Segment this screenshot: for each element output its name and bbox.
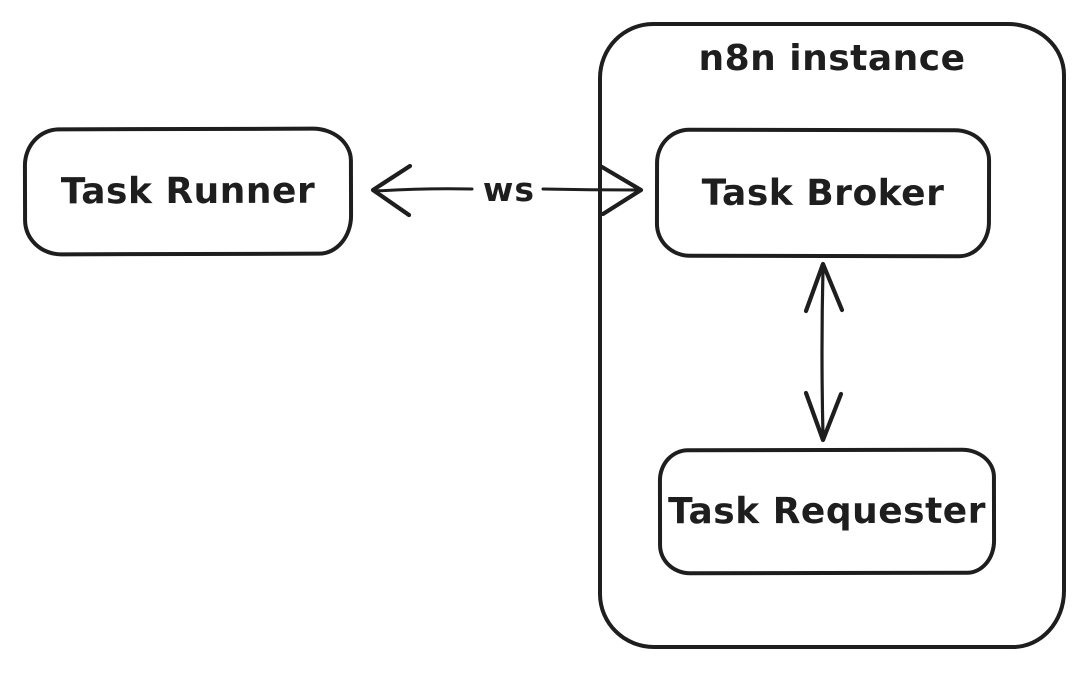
- n8n-instance-label: n8n instance: [698, 38, 966, 79]
- task-runner-node: Task Runner: [22, 126, 354, 257]
- task-broker-label: Task Broker: [701, 172, 945, 214]
- ws-arrow-left-head: [370, 163, 413, 218]
- ws-edge-label: ws: [482, 169, 536, 209]
- task-requester-label: Task Requester: [668, 490, 986, 533]
- ws-arrow-shaft-left: [374, 187, 474, 193]
- task-runner-label: Task Runner: [60, 170, 316, 213]
- task-broker-node: Task Broker: [654, 127, 992, 259]
- task-requester-node: Task Requester: [657, 447, 997, 576]
- n8n-instance-container: n8n instance Task Broker Task Requester: [598, 22, 1066, 649]
